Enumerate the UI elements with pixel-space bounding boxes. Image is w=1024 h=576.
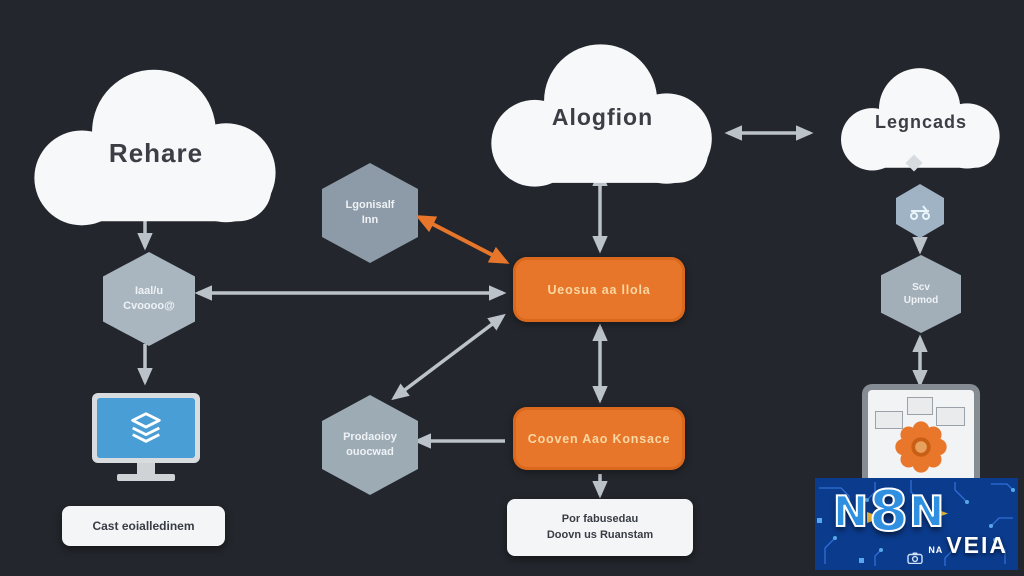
monitor	[88, 393, 204, 489]
logo-wordmark: N 8 N	[832, 479, 945, 544]
arrow-hexbot-box1-diagonal	[391, 313, 506, 401]
process-box-top: Ueosua aa llola	[513, 257, 685, 322]
caption-bottom-left-text: Cast eoialledinem	[92, 518, 195, 533]
cloud-shape	[491, 44, 712, 187]
logo-banner: N 8 N NA VEIA	[815, 478, 1018, 570]
caption-bottom-center: Por fabusedau Doovn us Ruanstam	[507, 499, 693, 556]
scooter-icon	[910, 205, 930, 220]
logo-letter-eight: 8	[868, 479, 909, 544]
logo-veia-text: VEIA	[946, 532, 1008, 558]
cloud-left-label: Rehare	[108, 137, 204, 168]
window-thumbnail	[875, 411, 903, 429]
hexagon-right-large-line1: Scv	[912, 281, 930, 293]
monitor-frame	[92, 393, 200, 463]
arrow-accent-icon	[867, 512, 882, 523]
monitor-base	[117, 474, 175, 481]
hexagon-center-top-line1: Lgonisalf	[345, 199, 395, 212]
arrow-hexctop-box1-orange	[415, 215, 510, 264]
cloud-center: Alogfion	[480, 25, 725, 205]
tablet-screen	[868, 390, 974, 481]
hexagon-left: Iaal/u Cvoooo@	[103, 252, 195, 346]
cloud-right-label: Legncads	[874, 111, 968, 132]
hexagon-left-line1: Iaal/u	[134, 285, 164, 298]
caption-bottom-left: Cast eoialledinem	[62, 506, 225, 546]
hexagon-right-large-line2: Upmod	[903, 295, 939, 306]
window-thumbnail	[907, 397, 933, 415]
hexagon-center-top-line2: Inn	[361, 214, 379, 226]
hexagon-center-bottom-line1: Prodaoioy	[343, 431, 397, 444]
circuit-pattern	[817, 480, 1015, 566]
hexagon-center-bottom-line2: ouocwad	[346, 446, 394, 458]
hexagon-center-top: Lgonisalf Inn	[322, 163, 418, 263]
cloud-left: Rehare	[22, 52, 290, 242]
arrow-accent-icon	[933, 508, 948, 519]
cloud-shape	[841, 68, 1000, 171]
caption-bottom-center-line1: Por fabusedau	[561, 513, 639, 526]
monitor-stand	[137, 463, 155, 474]
hexagon-center-bottom: Prodaoioy ouocwad	[322, 395, 418, 495]
cloud-shape	[34, 69, 276, 226]
caption-bottom-center-line2: Doovn us Ruanstam	[546, 528, 654, 541]
hexagon-right-large: Scv Upmod	[881, 255, 961, 333]
process-box-bottom: Cooven Aao Konsace	[513, 407, 685, 470]
tablet	[862, 384, 980, 494]
process-box-bottom-label: Cooven Aao Konsace	[527, 431, 671, 446]
camera-icon	[907, 552, 923, 564]
hexagon-left-line2: Cvoooo@	[123, 300, 175, 312]
monitor-display	[97, 398, 195, 458]
cloud-right: Legncads	[822, 58, 1020, 180]
cloud-center-label: Alogfion	[551, 104, 654, 131]
process-box-top-label: Ueosua aa llola	[547, 282, 651, 297]
window-thumbnail	[936, 407, 965, 426]
logo-letter-n2: N	[908, 487, 945, 536]
logo-subtitle: NA VEIA	[928, 532, 1008, 559]
logo-na-text: NA	[928, 545, 944, 555]
hexagon-right-small	[896, 184, 944, 238]
gear-icon	[895, 421, 947, 473]
logo-letter-n1: N	[832, 487, 869, 536]
layers-icon	[131, 412, 161, 443]
